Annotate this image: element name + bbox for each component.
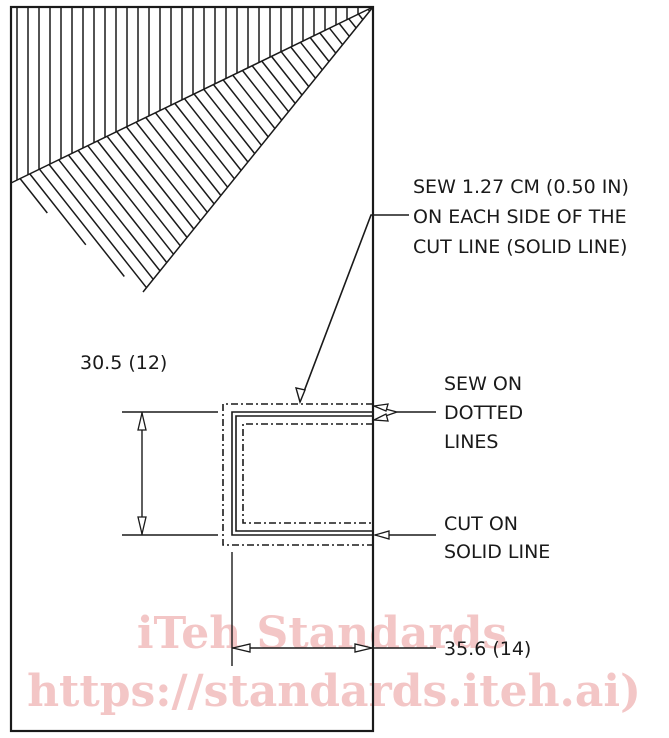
hatch-line: [183, 98, 242, 171]
sew-instruction-leader: [299, 214, 409, 403]
hatch-line: [290, 46, 317, 79]
hatch-line: [154, 112, 222, 196]
height-dimension-label: 30.5 (12): [80, 352, 167, 374]
hatch-line: [328, 27, 344, 46]
hatch-line: [77, 149, 168, 264]
hatch-line: [280, 51, 310, 88]
cut-solid-note: CUT ON SOLID LINE: [444, 513, 550, 563]
sew-dotted-arrowhead-top: [371, 403, 389, 412]
hatch-line: [116, 131, 195, 230]
sew-instruction-note: SEW 1.27 CM (0.50 IN) ON EACH SIDE OF TH…: [413, 176, 629, 258]
hatch-line: [135, 121, 208, 213]
hatch-line: [96, 140, 181, 247]
sew-dotted-note: SEW ON DOTTED LINES: [444, 373, 523, 453]
cut-solid-arrowhead: [372, 530, 390, 540]
sew-line-inner: [242, 423, 373, 524]
height-arrowhead-bottom: [137, 516, 147, 535]
watermark-line-1: iTeh Standards: [137, 608, 507, 659]
hatch-line: [58, 159, 154, 280]
hatched-region: [10, 6, 374, 293]
hatch-line: [19, 178, 48, 214]
hatch-line: [174, 102, 235, 180]
hatch-line: [164, 107, 229, 188]
hatch-line: [125, 126, 202, 222]
sew-line-outer: [222, 403, 373, 546]
hatch-line: [106, 135, 188, 238]
sew-dotted-line-2: DOTTED: [444, 402, 523, 424]
sew-instruction-arrowhead: [295, 387, 306, 405]
hatch-line: [29, 173, 87, 246]
hatch-lines: [16, 7, 371, 289]
hatch-line: [67, 154, 161, 272]
sew-dotted-arrowhead-bottom: [371, 413, 389, 422]
sew-dotted-line-3: LINES: [444, 431, 498, 453]
hatch-line: [241, 70, 283, 121]
hatch-line: [222, 79, 269, 138]
cut-solid-line-2: SOLID LINE: [444, 541, 550, 563]
cut-solid-line-1: CUT ON: [444, 513, 518, 535]
hatch-line: [48, 164, 148, 289]
hatch-line: [299, 41, 323, 71]
hatch-line: [232, 74, 276, 129]
hatch-line: [87, 145, 175, 255]
hatch-line: [319, 32, 337, 54]
sew-instruction-line-2: ON EACH SIDE OF THE: [413, 206, 627, 228]
hatch-line: [348, 18, 357, 29]
hatch-line: [270, 55, 303, 96]
fabric-panel-outline: [9, 5, 375, 733]
hatch-line: [212, 84, 262, 146]
cut-line-outer-stroke: [231, 411, 373, 536]
sew-instruction-line-1: SEW 1.27 CM (0.50 IN): [413, 176, 629, 198]
sew-dotted-line-1: SEW ON: [444, 373, 522, 395]
sew-instruction-line-3: CUT LINE (SOLID LINE): [413, 236, 627, 258]
width-arrowhead-right: [354, 643, 373, 653]
hatch-line: [203, 88, 256, 155]
hatch-line: [338, 23, 350, 37]
hatch-line: [261, 60, 296, 104]
hatch-line: [145, 117, 215, 205]
hatch-line: [38, 168, 125, 277]
hatch-line: [251, 65, 290, 113]
hatch-line: [193, 93, 249, 163]
watermark-line-2: https://standards.iteh.ai): [27, 666, 641, 717]
width-arrowhead-left: [232, 643, 251, 653]
cut-line-inner-stroke: [235, 415, 373, 532]
height-arrowhead-top: [137, 412, 147, 431]
hatch-line: [309, 37, 330, 62]
hatch-line: [367, 8, 371, 12]
width-dimension-label: 35.6 (14): [444, 638, 531, 660]
hatch-boundary: [10, 6, 374, 293]
hatch-line: [357, 13, 364, 21]
